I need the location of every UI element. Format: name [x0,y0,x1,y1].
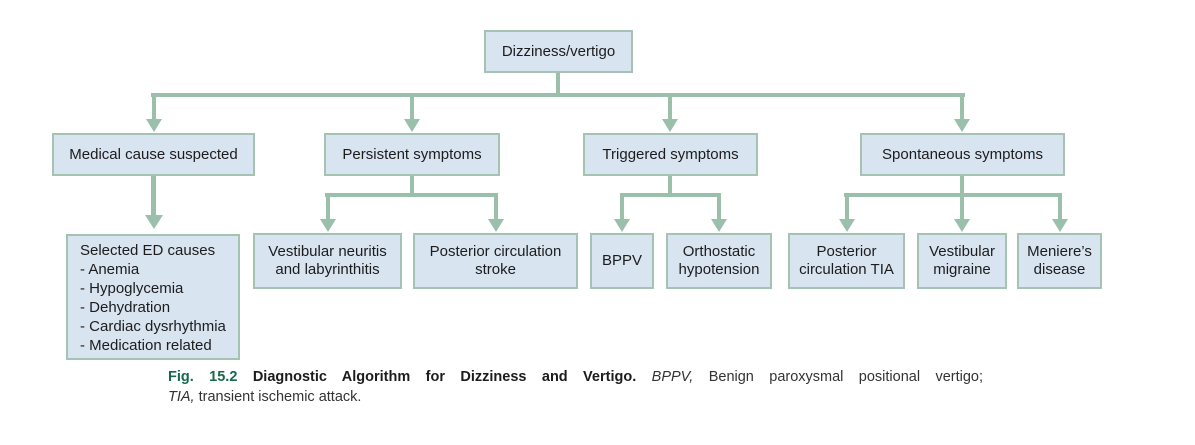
node-persistent-symptoms: Persistent symptoms [324,133,500,176]
node-orthostatic-hypotension: Orthostatic hypotension [666,233,772,289]
connector-persistent-stub [410,176,414,195]
node-vestibular-migraine: Vestibular migraine [917,233,1007,289]
node-vestibular-neuritis: Vestibular neuritis and labyrinthitis [253,233,402,289]
arrowhead-down-icon [711,219,727,232]
arrowhead-down-icon [614,219,630,232]
node-label: Persistent symptoms [342,145,482,163]
connector-tier1-bar [151,93,965,97]
node-spontaneous-symptoms: Spontaneous symptoms [860,133,1065,176]
node-dizziness-vertigo: Dizziness/vertigo [484,30,633,73]
node-label: Triggered symptoms [602,145,739,163]
arrowhead-down-icon [404,119,420,132]
arrowhead-down-icon [954,219,970,232]
arrowhead-down-icon [488,219,504,232]
caption-abbr-tia: TIA, [168,388,195,405]
connector-root-stub [556,73,560,97]
arrowhead-down-icon [839,219,855,232]
node-menieres-disease: Meniere’s disease [1017,233,1102,289]
node-line: Posterior circulation [429,243,562,260]
node-line: migraine [933,261,991,278]
arrowhead-down-icon [146,119,162,132]
connector-spontaneous-bar [844,193,1062,197]
connector-drop-triggered [668,93,672,120]
node-line: disease [1033,261,1086,278]
connector-drop-posterior-tia [845,193,849,220]
connector-medical-arrow [151,176,156,216]
node-line: and labyrinthitis [275,261,380,278]
figure-number: Fig. 15.2 [168,369,238,385]
connector-drop-bppv [620,193,624,220]
node-line: - Cardiac dysrhythmia [80,318,226,335]
connector-drop-medical [152,93,156,120]
node-line: circulation TIA [799,261,894,278]
arrowhead-down-icon [145,215,163,229]
node-line: Selected ED causes [80,242,216,259]
caption-title: Diagnostic Algorithm for Dizziness and V… [252,369,637,385]
node-line: Posterior [816,243,877,260]
arrowhead-down-icon [662,119,678,132]
node-triggered-symptoms: Triggered symptoms [583,133,758,176]
node-selected-ed-causes: Selected ED causes - Anemia - Hypoglycem… [66,234,240,360]
caption-abbr-bppv: BPPV, [651,369,694,385]
connector-drop-spontaneous [960,93,964,120]
arrowhead-down-icon [320,219,336,232]
caption-line-1: Fig. 15.2 Diagnostic Algorithm for Dizzi… [168,368,983,388]
node-bppv: BPPV [590,233,654,289]
connector-drop-orthostatic [717,193,721,220]
connector-spontaneous-stub [960,176,964,195]
connector-triggered-stub [668,176,672,195]
connector-drop-vestibular-migraine [960,193,964,220]
connector-drop-posterior-stroke [494,193,498,220]
connector-drop-persistent [410,93,414,120]
node-line: Orthostatic [682,243,756,260]
connector-drop-vestibular-neuritis [326,193,330,220]
caption-abbr-bppv-definition: Benign paroxysmal positional vertigo; [708,369,984,385]
arrowhead-down-icon [954,119,970,132]
arrowhead-down-icon [1052,219,1068,232]
connector-persistent-bar [325,193,498,197]
node-line: stroke [475,261,516,278]
node-label: Dizziness/vertigo [501,42,616,60]
node-line: Meniere’s [1027,243,1092,260]
node-medical-cause-suspected: Medical cause suspected [52,133,255,176]
node-label: Spontaneous symptoms [882,145,1043,163]
figure-caption: Fig. 15.2 Diagnostic Algorithm for Dizzi… [168,368,983,407]
connector-triggered-bar [620,193,721,197]
node-label: Medical cause suspected [69,145,238,163]
node-line: Vestibular [929,243,995,260]
connector-drop-menieres [1058,193,1062,220]
node-posterior-circulation-tia: Posterior circulation TIA [788,233,905,289]
caption-abbr-tia-definition: transient ischemic attack. [198,388,362,405]
node-line: - Hypoglycemia [80,280,184,297]
caption-line-2: TIA, transient ischemic attack. [168,388,983,408]
node-line: - Anemia [80,261,140,278]
node-line: Vestibular neuritis [268,243,387,260]
node-line: hypotension [678,261,760,278]
node-posterior-circulation-stroke: Posterior circulation stroke [413,233,578,289]
node-label: BPPV [601,252,643,269]
node-line: - Medication related [80,337,212,354]
node-line: - Dehydration [80,299,171,316]
